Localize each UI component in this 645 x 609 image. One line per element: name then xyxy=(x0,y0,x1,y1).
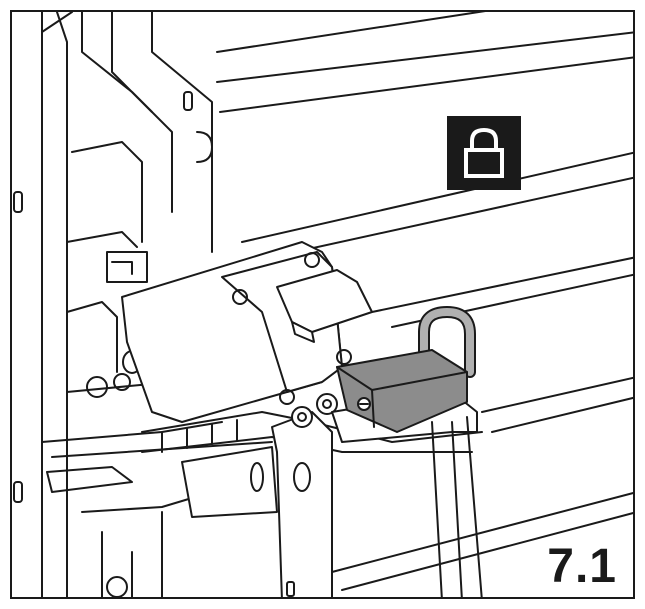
padlock-body xyxy=(336,349,468,433)
padlock xyxy=(336,306,476,433)
padlock-locked-icon xyxy=(464,127,504,178)
figure-frame: 7.1 xyxy=(10,10,635,599)
lock-badge xyxy=(447,116,521,190)
lockout-hasp-illustration xyxy=(13,12,633,597)
ribbed-bracket xyxy=(141,411,483,518)
machine-frame xyxy=(13,12,273,597)
background-rails xyxy=(216,12,633,591)
housing-plate xyxy=(121,241,373,423)
step-number: 7.1 xyxy=(547,540,617,593)
